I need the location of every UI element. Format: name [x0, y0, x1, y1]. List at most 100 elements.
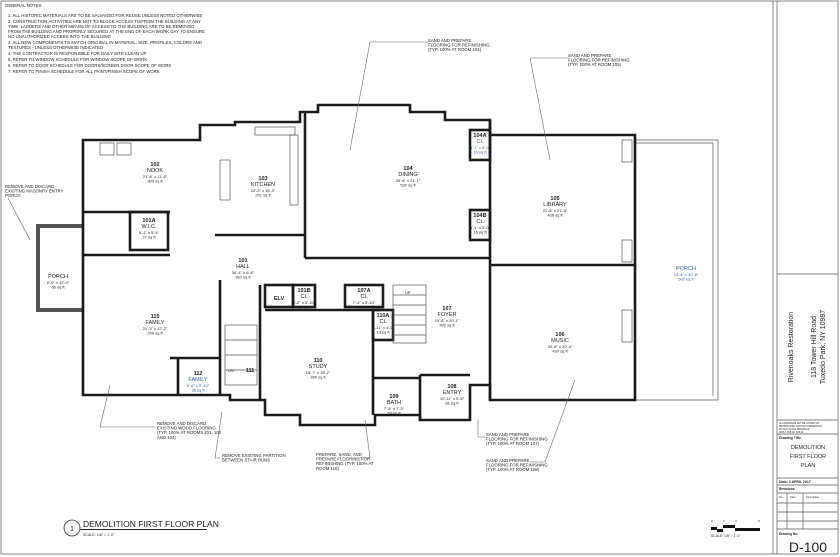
drawing-scale: SCALE: 1/8" = 1'-0" — [83, 533, 115, 537]
callout-text: (TYP. 100% AT ROOMS 101, 102 — [157, 430, 222, 435]
room-number: 109 — [389, 394, 398, 400]
callout-text: SAND AND PREPARE — [486, 432, 530, 437]
room-area: 27 sq ft — [142, 235, 156, 240]
room-name: PORCH — [48, 274, 68, 280]
room-area: 251 sq ft — [255, 193, 271, 198]
project-address-line1: 118 Tower Hill Road — [811, 316, 818, 378]
note-line: 7. REFER TO FINISH SCHEDULE FOR ALL PAIN… — [8, 69, 160, 74]
scale-tick: 4 — [735, 519, 737, 523]
general-notes: GENERAL NOTES: 1. ALL HISTORIC MATERIALS… — [5, 3, 205, 74]
callout-text: SAND AND PREPARE — [486, 458, 530, 463]
closet-107a-walls — [343, 283, 385, 309]
note-line: 1. ALL HISTORIC MATERIALS ARE TO BE SALV… — [8, 13, 202, 18]
room-number: 103 — [258, 176, 267, 182]
room-dims: 3'-11" x 4'-0" — [372, 325, 395, 330]
scale-tick: 8 — [758, 519, 760, 523]
room-dims: 5'-1" x 5'-4" — [139, 230, 160, 235]
leader-line — [349, 41, 428, 151]
callout-text: SAND AND PREPARE — [428, 38, 472, 43]
room-name: FOYER — [438, 312, 457, 318]
drawing-label: 1 DEMOLITION FIRST FLOOR PLAN SCALE: 1/8… — [63, 519, 219, 537]
room-area: 13 sq ft — [376, 330, 390, 335]
callout-text: (TYP. 100% AT ROOM 105) — [568, 62, 622, 67]
room-dims: 18'-7" x 15'-2" — [306, 370, 331, 375]
callout-text: PREPARE FLOORING FOR — [316, 457, 370, 462]
leader-line — [214, 411, 223, 459]
room-area: 303 sq ft — [147, 179, 163, 184]
room-area: 392 sq ft — [439, 323, 455, 328]
room-dims: 20'-8" x 20'-4" — [548, 344, 573, 349]
closet-104b-walls — [468, 208, 492, 242]
room-number: 102 — [150, 162, 159, 168]
room-name: ELV — [274, 296, 285, 302]
kitchen-island — [219, 159, 231, 201]
room-dims: 21'-8" x 11'-8" — [143, 174, 168, 179]
room-area: 280 sq ft — [310, 375, 326, 380]
room-name: CL — [300, 294, 307, 300]
room-number: 104 — [403, 166, 413, 172]
fireplace — [621, 239, 633, 263]
callout-text: FLOORING FOR REFINISHING — [568, 58, 630, 63]
title-block-note: REPRODUCED WITHOUT PERMISSION — [779, 426, 822, 428]
callout-text: (TYP. 100% AT ROOM 108) — [486, 467, 540, 472]
revision-column: No. — [779, 495, 783, 499]
room-name: STUDY — [309, 364, 328, 370]
room-label-elevator: ELV — [274, 296, 285, 302]
revisions-label: Revisions — [779, 487, 795, 491]
room-area: 61 sq ft — [445, 401, 459, 406]
room-dims: 15'-3" x 16'-5" — [251, 188, 276, 193]
callout-text: FLOORING FOR REFINISHING — [486, 463, 548, 468]
east-porch-outline — [635, 139, 719, 401]
room-area: 501 sq ft — [678, 277, 694, 282]
callout-text: EXISTING WOOD FLOORING — [157, 426, 216, 431]
callout-text: (TYP. 100% AT ROOM 107) — [486, 441, 540, 446]
drawing-number-bubble — [63, 519, 81, 537]
callout-text: REMOVE AND DISCARD — [157, 421, 206, 426]
scale-tick: 2 — [723, 519, 725, 523]
floor-plan-walls — [36, 103, 719, 427]
room-area: 430 sq ft — [552, 349, 568, 354]
room-dims: 6'-6" x 5'-10" — [187, 383, 210, 388]
room-name: LIBRARY — [543, 202, 567, 208]
room-name: W.I.C. — [142, 224, 157, 230]
room-number: 107 — [442, 306, 451, 312]
note-line: FROM THE BUILDING AND PROPERLY SECURED A… — [8, 29, 205, 34]
callout-text: PORCH — [5, 193, 21, 198]
stair-treads — [224, 284, 427, 386]
room-area: 12 sq ft — [297, 305, 311, 310]
room-dims: 25'-8" x 21'-1" — [396, 178, 421, 183]
note-line: TEXTURES - UNLESS OTHERWISE INDICATED — [8, 45, 103, 50]
room-number: 110A — [377, 313, 390, 319]
note-line: TIME. LADDERS AND OTHER MEANS OF ACCESS … — [8, 24, 194, 29]
sheet-date: Date: 3 APRIL 2017 — [779, 480, 811, 484]
room-dims: 21'-8" x 21'-8" — [543, 208, 568, 213]
callout-text: SAND AND PREPARE — [568, 53, 612, 58]
note-line: 6. REFER TO DOOR SCHEDULE FOR DOORS/SCRE… — [8, 63, 172, 68]
callout-text: REFINISHING (TYP. 100% AT — [316, 461, 374, 466]
room-number: 104B — [473, 213, 486, 219]
title-block-note: APPLY JOB No. 185-10 — [779, 431, 804, 434]
scale-label: SCALE: 1/8" = 1'-0" — [711, 534, 741, 538]
room-area: 28 sq ft — [357, 305, 371, 310]
callout-text: FLOORING FOR REFINISHING — [428, 43, 490, 48]
callout-text: (TYP. 100% AT ROOM 104) — [428, 47, 482, 52]
room-number: 110 — [314, 358, 323, 364]
room-number: 112 — [194, 371, 203, 377]
room-name: NOOK — [147, 168, 164, 174]
wic-walls — [128, 210, 170, 252]
callout-text: FLOORING FOR REFINISHING — [486, 437, 548, 442]
room-area: 36 sq ft — [191, 388, 205, 393]
room-dims: 7'-4" x 3'-10" — [353, 300, 376, 305]
room-number: 101 — [238, 258, 247, 264]
